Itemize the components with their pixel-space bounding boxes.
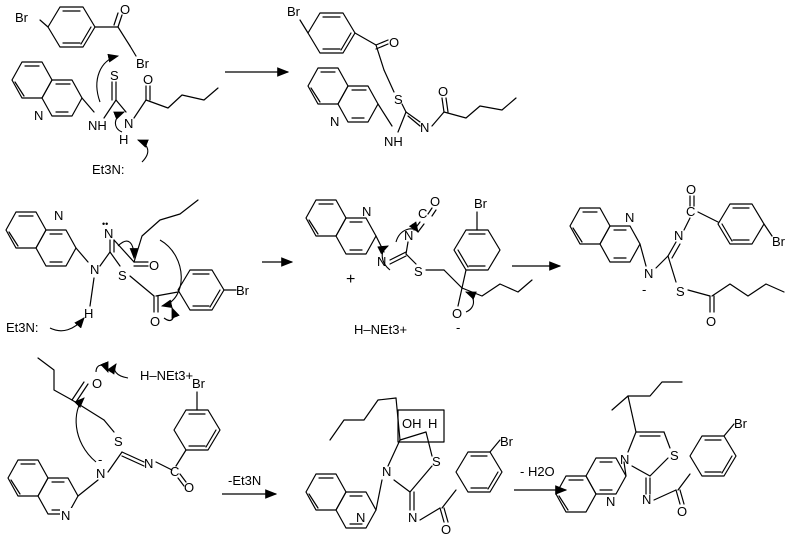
atom-n: N — [420, 120, 429, 135]
et3n-base: Et3N: — [92, 162, 125, 177]
atom-oh: OH — [402, 416, 422, 431]
atom-n: N — [606, 494, 615, 509]
atom-s: S — [394, 92, 403, 107]
atom-n: N — [625, 210, 634, 225]
atom-h: H — [84, 306, 93, 321]
atom-s: S — [114, 434, 123, 449]
atom-n: N — [620, 452, 629, 467]
atom-n: N — [61, 508, 70, 523]
atom-o: O — [677, 504, 687, 519]
atom-br: Br — [236, 283, 250, 298]
atom-br: Br — [474, 196, 488, 211]
structure-1-reactants: Br O Br N NH S N H O Et3N: — [11, 2, 219, 177]
atom-c: C — [418, 206, 427, 221]
atom-n: N — [90, 262, 99, 277]
atom-s: S — [432, 454, 441, 469]
structure-8-thiazole-product: S N N N O Br — [555, 381, 748, 519]
atom-o: O — [706, 314, 716, 329]
atom-o: O — [149, 258, 159, 273]
et3n-base: Et3N: — [6, 320, 39, 335]
atom-nh: NH — [88, 118, 107, 133]
atom-o: O — [184, 480, 194, 495]
atom-n: N — [382, 464, 391, 479]
charge-minus: - — [642, 282, 646, 297]
atom-n: N — [362, 204, 371, 219]
atom-s: S — [414, 264, 423, 279]
atom-n: N — [144, 456, 153, 471]
atom-o: O — [452, 306, 462, 321]
atom-s: S — [118, 268, 127, 283]
structure-7-hydroxy-thiazolidine: N S OH H N N O Br — [305, 397, 514, 536]
atom-c: C — [170, 464, 179, 479]
atom-s: S — [676, 284, 685, 299]
triethylammonium: H–NEt3+ — [354, 322, 407, 337]
atom-o: O — [441, 522, 451, 536]
structure-6-cyclization: O S H–NEt3+ N N - N C O Br — [7, 357, 221, 523]
atom-br: Br — [500, 434, 514, 449]
atom-h: H — [119, 132, 128, 147]
reagent-minus-et3n: -Et3N — [228, 473, 261, 488]
highlight-box — [397, 409, 445, 443]
atom-n: N — [96, 466, 105, 481]
atom-n: N — [644, 266, 653, 281]
atom-s: S — [110, 68, 119, 83]
atom-o: O — [143, 72, 153, 87]
atom-br: Br — [192, 376, 206, 391]
lone-pair: •• — [102, 219, 108, 229]
atom-n: N — [408, 510, 417, 525]
structure-5-acyl-isothiourea: N N - N C O Br S O — [569, 182, 786, 329]
atom-br: Br — [734, 416, 748, 431]
atom-n: N — [104, 226, 113, 241]
atom-n: N — [124, 116, 133, 131]
atom-br: Br — [15, 10, 29, 25]
structure-2-s-alkylated: Br O S N NH N O — [287, 4, 517, 149]
atom-c: C — [686, 204, 695, 219]
atom-h: H — [428, 416, 437, 431]
atom-br: Br — [287, 4, 301, 19]
atom-nh: NH — [384, 134, 403, 149]
atom-n: N — [356, 510, 365, 525]
charge-minus: - — [98, 452, 102, 467]
atom-n: N — [642, 492, 651, 507]
atom-o: O — [686, 182, 696, 197]
atom-s: S — [670, 448, 679, 463]
plus-sign: + — [346, 271, 355, 288]
structure-3-rearrangement: N N H N •• O S O Br Et3N: — [5, 199, 250, 335]
atom-o: O — [120, 2, 130, 17]
atom-n: N — [330, 114, 339, 129]
atom-n: N — [34, 108, 43, 123]
atom-n: N — [674, 228, 683, 243]
atom-br: Br — [772, 234, 786, 249]
atom-br: Br — [136, 56, 150, 71]
charge-minus: - — [456, 320, 460, 335]
structure-4-isocyanate-alkoxide: N N S N C O Br O - + H–NEt3+ — [305, 194, 533, 337]
atom-n: N — [54, 208, 63, 223]
atom-o: O — [150, 314, 160, 329]
atom-n: N — [404, 228, 413, 243]
atom-o: O — [389, 35, 399, 50]
atom-o: O — [92, 376, 102, 391]
atom-n: N — [377, 254, 386, 269]
reagent-minus-h2o: - H2O — [520, 464, 555, 479]
atom-o: O — [438, 84, 448, 99]
atom-o: O — [430, 194, 440, 209]
triethylammonium: H–NEt3+ — [140, 368, 193, 383]
